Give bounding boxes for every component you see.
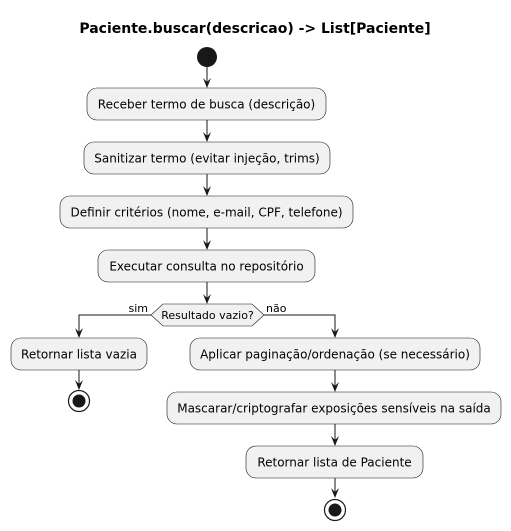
svg-text:Retornar lista de Paciente: Retornar lista de Paciente [257,456,411,470]
diagram-title: Paciente.buscar(descricao) -> List[Pacie… [79,21,430,37]
edge-empty-to-end [75,370,83,390]
edge-query-to-decision [203,282,211,304]
end-node-left [67,389,91,413]
svg-text:Sanitizar termo (evitar injeçã: Sanitizar termo (evitar injeção, trims) [94,152,320,166]
edge-mask-to-return [331,424,339,446]
svg-text:Receber termo de busca (descri: Receber termo de busca (descrição) [98,98,315,112]
edge-paginate-to-mask [331,370,339,392]
no-branch-label: não [266,302,287,315]
start-node [197,47,217,67]
activity-return-empty-list: Retornar lista vazia [10,337,148,371]
activity-mask-sensitive-data: Mascarar/criptografar exposições sensíve… [166,391,502,425]
edge-decision-no [264,314,339,338]
edge-sanitize-to-criteria [203,174,211,196]
activity-sanitize-term: Sanitizar termo (evitar injeção, trims) [83,141,331,175]
activity-define-criteria: Definir critérios (nome, e-mail, CPF, te… [59,195,354,229]
svg-text:Aplicar paginação/ordenação (s: Aplicar paginação/ordenação (se necessár… [200,348,470,362]
svg-text:Executar consulta no repositór: Executar consulta no repositório [109,260,303,274]
svg-text:Mascarar/criptografar exposiçõ: Mascarar/criptografar exposições sensíve… [177,402,491,416]
edge-start-to-receive [203,67,211,88]
yes-branch-label: sim [128,302,148,315]
svg-text:Definir critérios (nome, e-mai: Definir critérios (nome, e-mail, CPF, te… [70,206,342,220]
decision-result-empty: Resultado vazio? [150,303,265,327]
edge-return-to-end [331,478,339,498]
edge-receive-to-sanitize [203,120,211,142]
activity-apply-pagination: Aplicar paginação/ordenação (se necessár… [189,337,481,371]
activity-execute-query: Executar consulta no repositório [97,249,316,283]
activity-return-patient-list: Retornar lista de Paciente [245,445,424,479]
svg-text:Retornar lista vazia: Retornar lista vazia [21,348,137,362]
activity-receive-term: Receber termo de busca (descrição) [86,87,327,121]
decision-label: Resultado vazio? [161,309,254,322]
edge-criteria-to-query [203,228,211,250]
edge-decision-yes [75,314,151,338]
end-node-right [323,498,347,522]
